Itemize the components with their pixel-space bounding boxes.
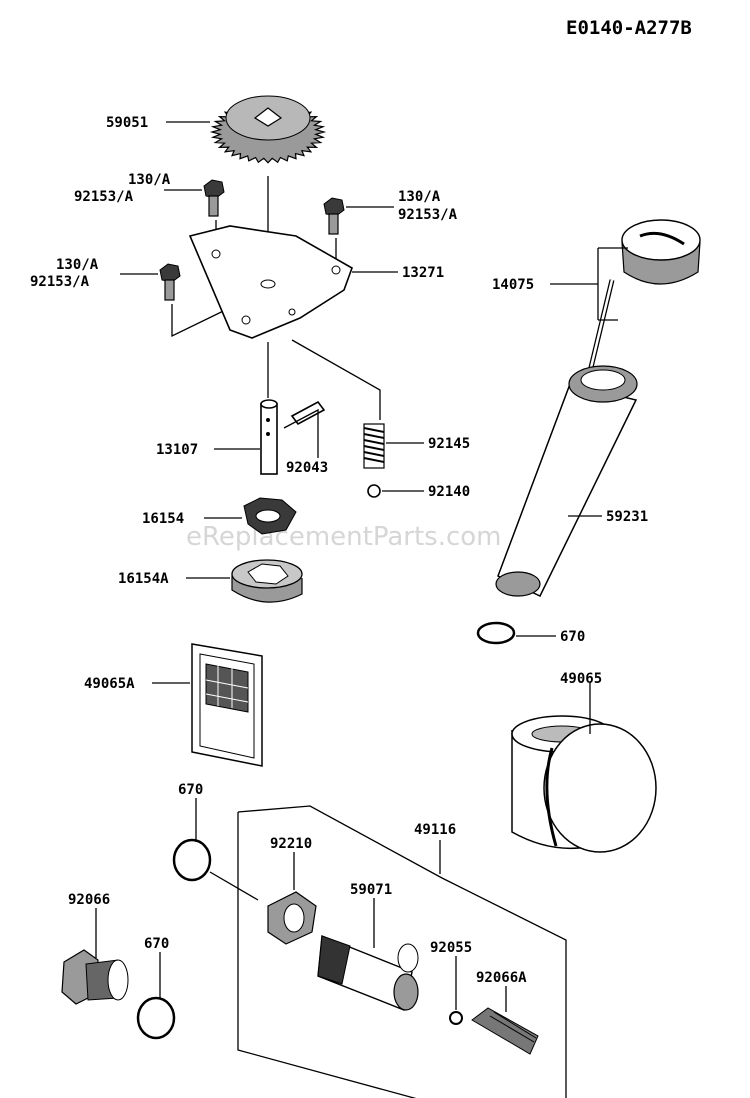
label-49116: 49116 [414, 822, 456, 838]
label-670-tube: 670 [560, 629, 585, 645]
label-bolt-3-a: 130/A [56, 257, 99, 273]
kit-outline-49116 [237, 805, 567, 1098]
axis-plate-spring [291, 339, 381, 420]
diagram-code: E0140-A277B [566, 17, 692, 39]
dipstick-14075[interactable] [585, 219, 701, 381]
label-13271: 13271 [402, 265, 444, 281]
label-92066A: 92066A [476, 970, 527, 986]
axis-oring-left [209, 871, 259, 901]
label-59071: 59071 [350, 882, 392, 898]
label-670-left: 670 [178, 782, 203, 798]
rotor-16154[interactable] [243, 497, 297, 535]
strainer-49065A[interactable] [191, 643, 263, 767]
plate-13271[interactable] [188, 225, 353, 339]
bolt-2[interactable] [323, 197, 345, 235]
label-bolt-3-b: 92153/A [30, 274, 90, 290]
valve-59071[interactable] [317, 935, 419, 1011]
bolt-1[interactable] [203, 179, 225, 217]
label-bolt-1-b: 92153/A [74, 189, 134, 205]
bolt-3[interactable] [159, 263, 181, 301]
label-92043: 92043 [286, 460, 328, 476]
oring-670-left[interactable] [172, 838, 212, 882]
spring-92145[interactable] [363, 423, 385, 469]
label-49065A: 49065A [84, 676, 135, 692]
rotor-16154A[interactable] [231, 559, 303, 603]
label-bolt-2-a: 130/A [398, 189, 441, 205]
label-bolt-1-a: 130/A [128, 172, 171, 188]
label-59231: 59231 [606, 509, 648, 525]
oring-670-tube[interactable] [476, 621, 516, 645]
label-92210: 92210 [270, 836, 312, 852]
label-670-bottom: 670 [144, 936, 169, 952]
label-bolt-2-b: 92153/A [398, 207, 458, 223]
label-59051: 59051 [106, 115, 148, 131]
plug-92066A[interactable] [471, 1007, 539, 1055]
ball-92140[interactable] [367, 484, 381, 498]
plug-92066[interactable] [61, 949, 129, 1005]
label-16154A: 16154A [118, 571, 169, 587]
nut-92210[interactable] [267, 891, 317, 945]
watermark: eReplacementParts.com [186, 522, 502, 552]
label-92066: 92066 [68, 892, 110, 908]
oring-670-bottom[interactable] [136, 996, 176, 1040]
label-92140: 92140 [428, 484, 470, 500]
label-92055: 92055 [430, 940, 472, 956]
label-13107: 13107 [156, 442, 198, 458]
label-14075: 14075 [492, 277, 534, 293]
label-92145: 92145 [428, 436, 470, 452]
leader-92043 [283, 408, 319, 458]
label-16154: 16154 [142, 511, 184, 527]
filter-49065[interactable] [511, 715, 657, 853]
shaft-13107[interactable] [260, 399, 278, 475]
ring-92055[interactable] [449, 1011, 463, 1025]
gear-59051[interactable] [209, 95, 327, 164]
axis-bolt-3 [171, 299, 247, 338]
label-49065: 49065 [560, 671, 602, 687]
tube-59231[interactable] [495, 365, 638, 597]
